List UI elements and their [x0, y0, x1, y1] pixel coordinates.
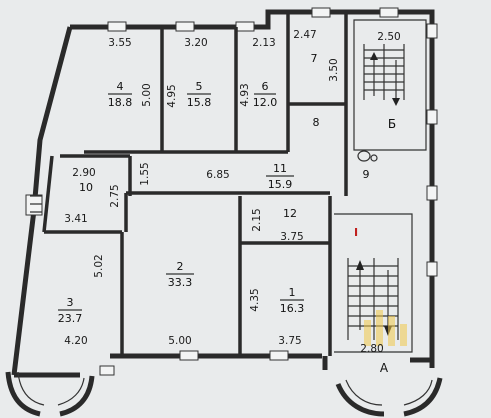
room-7-dim-height: 3.50: [328, 58, 340, 81]
room-4-dim-width: 3.55: [108, 37, 131, 49]
room-9-number: 9: [363, 168, 370, 181]
room-1-dim-height: 4.35: [249, 288, 261, 311]
room-6-dim-width: 2.13: [252, 37, 275, 49]
room-10-dim-width: 2.90: [72, 167, 95, 179]
room-11-dim-width: 6.85: [206, 169, 229, 181]
room-3-dim-height: 5.02: [93, 254, 105, 277]
stair-a-dim: 2.80: [360, 343, 383, 355]
room-3-area: 23.7: [58, 312, 83, 325]
room-4-area: 18.8: [108, 96, 133, 109]
room-2-number: 2: [177, 260, 184, 273]
room-4-number: 4: [117, 80, 124, 93]
room-11-area: 15.9: [268, 178, 293, 191]
bay-towers: [5, 371, 443, 417]
room-1-number: 1: [289, 286, 296, 299]
stair-b-letter: Б: [388, 117, 396, 131]
stair-b-dim: 2.50: [377, 31, 400, 43]
room-8-number: 8: [313, 116, 320, 129]
room-3-dim-width: 4.20: [64, 335, 87, 347]
watermark-logo: [364, 310, 407, 346]
sink-icon: [357, 150, 378, 162]
room-11-dim-height: 1.55: [139, 162, 151, 185]
room-4-dim-height: 5.00: [141, 83, 153, 106]
room-7-dim-width: 2.47: [293, 29, 316, 41]
room-6-number: 6: [262, 80, 269, 93]
entrance-marker: [30, 195, 42, 213]
room-12-dim-height: 2.15: [251, 208, 263, 231]
room-1-dim-width: 3.75: [278, 335, 301, 347]
room-12-number: 12: [283, 207, 297, 220]
room-11-number: 11: [273, 162, 287, 175]
room-10-dim-bottom: 3.41: [64, 213, 87, 225]
room-2-dim-width: 5.00: [168, 335, 191, 347]
room-5-number: 5: [196, 80, 203, 93]
windows: [25, 7, 438, 376]
room-1-area: 16.3: [280, 302, 305, 315]
room-7-number: 7: [311, 52, 318, 65]
room-2-area: 33.3: [168, 276, 193, 289]
room-6-area: 12.0: [253, 96, 278, 109]
room-10-dim-height: 2.75: [109, 184, 121, 207]
room-12-dim-width: 3.75: [280, 231, 303, 243]
room-6-dim-height: 4.93: [239, 83, 251, 106]
marker-label: I: [354, 226, 358, 239]
stair-a-letter: А: [380, 361, 389, 375]
interior-walls: [42, 12, 427, 356]
room-5-dim-height: 4.95: [166, 84, 178, 107]
room-3-number: 3: [67, 296, 74, 309]
room-5-dim-width: 3.20: [184, 37, 207, 49]
room-5-area: 15.8: [187, 96, 212, 109]
stair-b: [363, 44, 405, 106]
room-10-number: 10: [79, 181, 93, 194]
